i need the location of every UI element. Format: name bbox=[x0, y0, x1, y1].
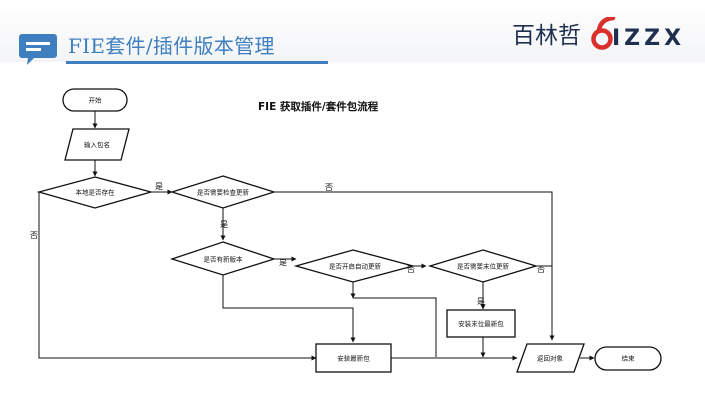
start-node-label: 开始 bbox=[89, 96, 103, 105]
label-yes-check: 是 bbox=[220, 220, 228, 229]
install-last-node bbox=[446, 309, 516, 338]
return-node bbox=[516, 343, 585, 373]
label-yes-last: 是 bbox=[477, 297, 485, 306]
edge-labels: 是 否 否 是 是 否 否 是 bbox=[30, 182, 545, 306]
last-update-decision-label: 是否需要末位更新 bbox=[457, 262, 510, 271]
logo-mark-icon bbox=[591, 28, 613, 50]
title-underline bbox=[66, 61, 328, 64]
slide-title: FIE套件/插件版本管理 bbox=[68, 34, 275, 58]
diagram-title: FIE 获取插件/套件包流程 bbox=[258, 100, 379, 113]
has-new-decision bbox=[169, 241, 277, 276]
nodes: 开始 输入包名 本地是否存在 是否需要检查更新 是否有新版本 是否开启自动更新 … bbox=[36, 88, 662, 373]
input-node bbox=[64, 128, 130, 161]
has-new-decision-label: 是否有新版本 bbox=[204, 255, 244, 264]
edges bbox=[38, 111, 595, 361]
edge-auto-merge bbox=[353, 297, 437, 357]
auto-update-decision-label: 是否开启自动更新 bbox=[329, 262, 382, 271]
install-latest-node-label: 安装最新包 bbox=[337, 354, 370, 363]
exists-decision-label: 本地是否存在 bbox=[76, 188, 116, 197]
exists-decision bbox=[36, 176, 154, 209]
install-last-node-label: 安装末位最新包 bbox=[458, 319, 504, 328]
input-node-label: 输入包名 bbox=[84, 140, 110, 149]
label-no-last: 否 bbox=[537, 265, 545, 274]
label-yes-has-new: 是 bbox=[279, 258, 287, 267]
start-node bbox=[62, 88, 128, 112]
install-latest-node bbox=[315, 343, 392, 373]
end-node-label: 结束 bbox=[622, 354, 636, 363]
edge-has-no bbox=[222, 275, 356, 343]
logo-suffix: IZZX bbox=[612, 26, 685, 51]
logo-text: 百林哲 bbox=[512, 23, 581, 49]
edge-check-no bbox=[274, 191, 555, 341]
brand-logo: 百林哲 IZZX bbox=[512, 15, 697, 55]
last-update-decision bbox=[427, 249, 539, 283]
check-decision bbox=[169, 175, 277, 209]
edge-exists-no bbox=[38, 192, 317, 361]
label-no-exists: 否 bbox=[30, 231, 38, 240]
return-node-label: 返回对象 bbox=[537, 354, 564, 363]
label-yes-exists: 是 bbox=[155, 182, 163, 191]
label-no-auto: 否 bbox=[407, 265, 415, 274]
label-no-check: 否 bbox=[325, 183, 333, 192]
check-decision-label: 是否需要检查更新 bbox=[197, 188, 250, 197]
header-band bbox=[0, 0, 705, 62]
auto-update-decision bbox=[293, 249, 416, 283]
speech-bubble-icon bbox=[18, 31, 58, 71]
end-node bbox=[594, 346, 662, 371]
